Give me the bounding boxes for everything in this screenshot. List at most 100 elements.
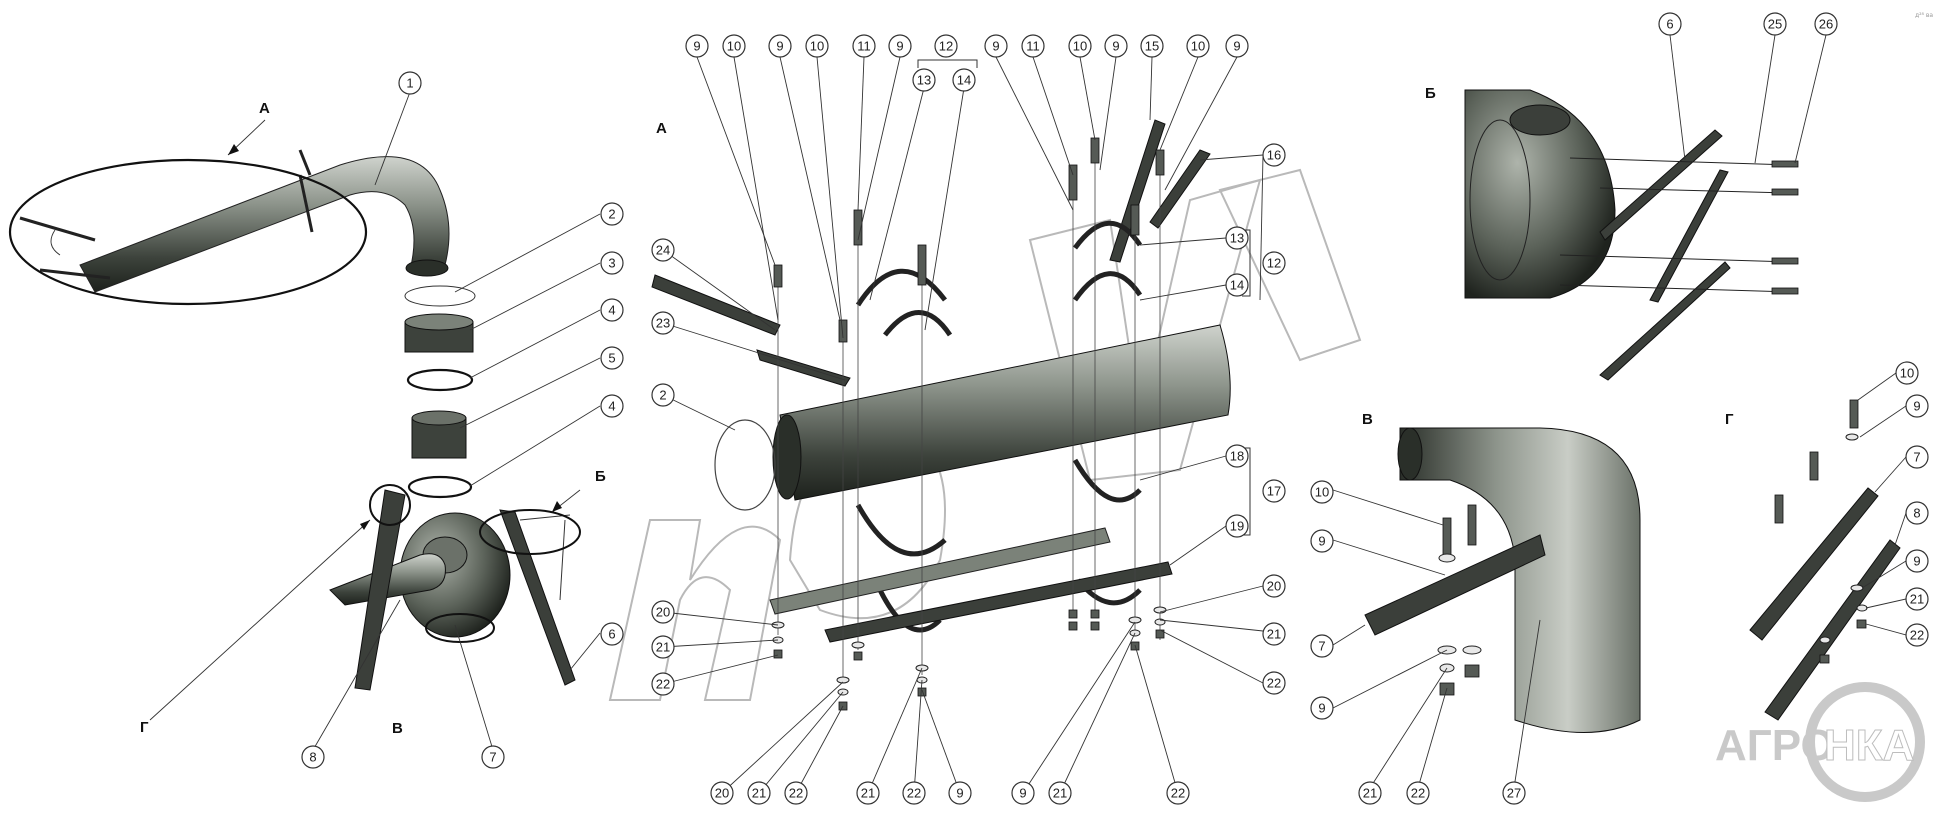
svg-text:11: 11	[857, 39, 871, 54]
callout-a-12b: 12	[1262, 251, 1286, 275]
detail-circle-b	[479, 509, 581, 555]
callout-a-9: 9	[685, 34, 709, 58]
callout-v-9: 9	[1310, 529, 1334, 553]
panel-v-callouts: 10 9 7 9 21 22 27	[1310, 480, 1526, 805]
agronka-logo: АГРО НКА	[1715, 682, 1925, 802]
bolt-lines	[777, 140, 1161, 680]
callout-g-7: 7	[1905, 445, 1929, 469]
pipe-outlet	[405, 259, 449, 277]
callout-a-9b: 9	[768, 34, 792, 58]
callout-a-20b: 20	[1262, 574, 1286, 598]
svg-text:20: 20	[715, 786, 729, 801]
callout-4: 4	[600, 298, 624, 322]
main-pipe-opening	[772, 414, 802, 500]
angle-bar-19	[824, 561, 1173, 643]
svg-text:8: 8	[1913, 506, 1920, 521]
callout-a-21c: 21	[747, 781, 771, 805]
sleeve-top	[404, 313, 474, 331]
callout-a-10d: 10	[1186, 34, 1210, 58]
view-label-b: Б	[595, 468, 606, 485]
svg-text:21: 21	[1053, 786, 1067, 801]
callout-a-20c: 20	[710, 781, 734, 805]
svg-text:10: 10	[1073, 39, 1087, 54]
callout-v-27: 27	[1502, 781, 1526, 805]
callout-1: 1	[398, 71, 422, 95]
callout-2: 2	[600, 202, 624, 226]
fasteners-bottom	[771, 606, 1167, 711]
callout-v-21: 21	[1358, 781, 1382, 805]
svg-text:10: 10	[1900, 366, 1914, 381]
svg-text:9: 9	[1913, 399, 1920, 414]
callout-a-11: 11	[852, 34, 876, 58]
clamp-arc-lower	[877, 588, 942, 633]
svg-text:9: 9	[693, 39, 700, 54]
svg-text:14: 14	[1230, 278, 1244, 293]
callout-5: 5	[600, 346, 624, 370]
panel-a-label: А	[656, 120, 667, 137]
svg-text:8: 8	[309, 750, 316, 765]
clamp-arc	[1072, 271, 1143, 302]
overview-callouts: 1 2 3 4 5 4 8 7 6	[301, 71, 624, 769]
detail-circle-g	[369, 484, 411, 526]
callout-a-21d: 21	[856, 781, 880, 805]
angle-bar-7	[1364, 534, 1546, 636]
corner-mark: д²⁸ ва	[1915, 12, 1933, 19]
fan-ring	[1469, 119, 1531, 281]
callout-a-18: 18	[1225, 444, 1249, 468]
panel-v-label: В	[1362, 411, 1373, 428]
svg-text:24: 24	[656, 243, 670, 258]
callout-a-13b: 13	[1225, 226, 1249, 250]
callout-g-22: 22	[1905, 623, 1929, 647]
svg-text:10: 10	[810, 39, 824, 54]
svg-text:14: 14	[957, 73, 971, 88]
callout-a-20: 20	[651, 600, 675, 624]
callout-a-9g: 9	[948, 781, 972, 805]
main-pipe	[779, 324, 1231, 501]
callout-a-22: 22	[651, 672, 675, 696]
callout-a-24: 24	[651, 238, 675, 262]
svg-text:15: 15	[1145, 39, 1159, 54]
callout-4b: 4	[600, 394, 624, 418]
panel-a-callouts-bottom: 20 21 22 21 22 9 9 21 22	[710, 781, 1190, 805]
svg-text:21: 21	[1363, 786, 1377, 801]
svg-text:4: 4	[608, 399, 615, 414]
clamp-arc	[883, 310, 953, 337]
callout-v-10: 10	[1310, 480, 1334, 504]
svg-text:20: 20	[1267, 579, 1281, 594]
svg-text:9: 9	[992, 39, 999, 54]
logo-text-right: НКА	[1824, 721, 1914, 770]
svg-text:10: 10	[1191, 39, 1205, 54]
svg-text:13: 13	[1230, 231, 1244, 246]
svg-text:4: 4	[608, 303, 615, 318]
callout-a-16: 16	[1262, 143, 1286, 167]
callout-a-14b: 14	[1225, 273, 1249, 297]
callout-8: 8	[301, 745, 325, 769]
panel-g-label: Г	[1725, 411, 1734, 428]
callout-g-10: 10	[1895, 361, 1919, 385]
callout-v-9b: 9	[1310, 696, 1334, 720]
washer	[1462, 645, 1482, 655]
svg-text:9: 9	[1019, 786, 1026, 801]
panel-a: А	[651, 56, 1264, 794]
svg-text:9: 9	[1318, 534, 1325, 549]
svg-text:2: 2	[608, 207, 615, 222]
callout-a-9h: 9	[1011, 781, 1035, 805]
callout-a-17: 17	[1262, 479, 1286, 503]
callout-a-15: 15	[1140, 34, 1164, 58]
svg-text:22: 22	[1910, 628, 1924, 643]
clamp-ring	[404, 285, 476, 307]
bracket-bolts	[1559, 157, 1799, 295]
callout-a-12: 12	[934, 34, 958, 58]
callout-b-26: 26	[1814, 12, 1838, 36]
svg-text:10: 10	[1315, 485, 1329, 500]
svg-text:16: 16	[1267, 148, 1281, 163]
svg-text:13: 13	[917, 73, 931, 88]
bolt	[1774, 494, 1784, 524]
panel-a-leaders	[662, 56, 1264, 794]
bolt	[1467, 504, 1477, 546]
view-label-a: А	[259, 100, 270, 117]
callout-v-22: 22	[1406, 781, 1430, 805]
bracket-bar	[1649, 169, 1729, 303]
callout-a-9f: 9	[1225, 34, 1249, 58]
svg-text:3: 3	[608, 256, 615, 271]
